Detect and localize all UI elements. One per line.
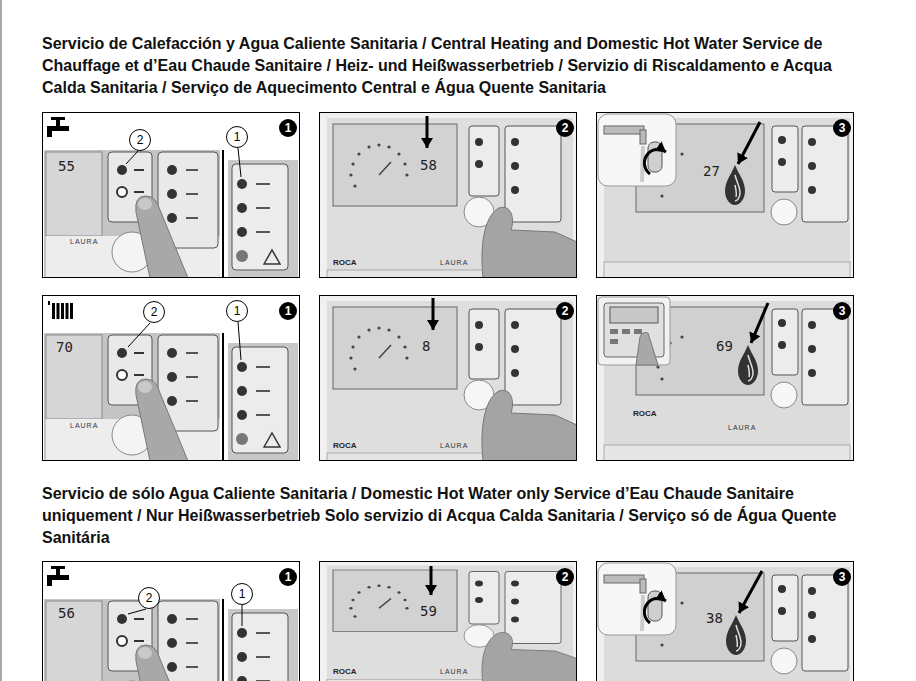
step-panel: 1 2 1 [42,295,300,461]
brand-name: ROCA [633,409,657,419]
section-heading: Servicio de sólo Agua Caliente Sanitaria… [42,483,842,549]
model-name: LAURA [440,441,468,451]
step-photo [596,561,854,681]
step-panel: 3 [596,561,854,681]
step-panel: 2 [319,561,577,681]
callout-number: 1 [234,304,241,318]
callout-circle: 1 [231,583,253,605]
step-panel: 2 [319,112,577,278]
step-photo [596,112,854,278]
step-panel: 1 2 1 [42,112,300,278]
display-reading: 70 [56,339,73,355]
step-panel: 2 [319,295,577,461]
step-number: 1 [279,119,297,137]
display-reading: 58 [420,157,437,173]
callout-circle: 1 [226,300,248,322]
step-photo [319,112,577,278]
step-number: 2 [556,302,574,320]
step-number: 1 [279,568,297,586]
model-name: LAURA [70,421,98,431]
step-photo [44,566,298,681]
callout-circle: 2 [143,301,165,323]
model-name: LAURA [728,423,756,433]
display-reading: 59 [420,603,437,619]
step-number: 2 [556,119,574,137]
display-reading: 55 [58,158,75,174]
display-reading: 69 [716,338,733,354]
step-panel: 3 [596,295,854,461]
step-panel: 3 [596,112,854,278]
callout-circle: 2 [138,587,160,609]
model-name: LAURA [70,237,98,247]
display-reading: 56 [58,605,75,621]
step-photo [44,301,298,461]
section-heading: Servicio de Calefacción y Agua Caliente … [42,33,842,99]
step-number: 3 [833,568,851,586]
model-name: LAURA [440,667,468,677]
model-name: LAURA [440,258,468,268]
callout-circle: 1 [226,126,248,148]
step-number: 3 [833,302,851,320]
step-photo [44,117,298,278]
display-reading: 38 [706,610,723,626]
step-number: 1 [279,302,297,320]
brand-name: ROCA [333,258,357,268]
page-edge [1,0,2,681]
callout-circle: 2 [129,129,151,151]
display-reading: 27 [703,163,720,179]
callout-number: 2 [151,305,158,319]
callout-number: 2 [146,591,153,605]
callout-number: 2 [137,133,144,147]
step-panel: 1 2 1 [42,561,300,681]
callout-number: 1 [239,587,246,601]
callout-number: 1 [234,130,241,144]
step-number: 2 [556,568,574,586]
step-photo [319,295,577,461]
brand-name: ROCA [333,441,357,451]
brand-name: ROCA [333,667,357,677]
step-photo [596,295,854,461]
step-photo [319,561,577,681]
step-number: 3 [833,119,851,137]
display-reading: 8 [422,338,430,354]
